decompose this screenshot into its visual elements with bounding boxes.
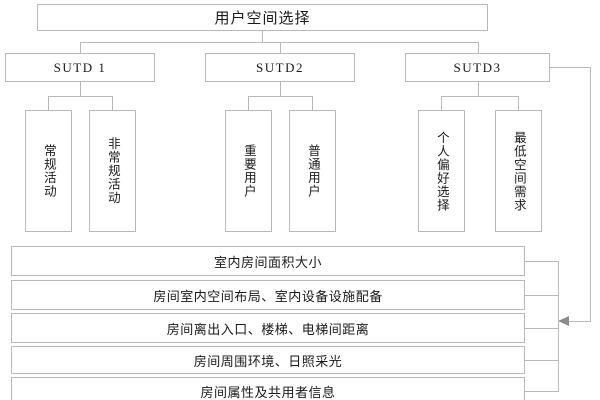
connector-bar5-to-bus [525, 391, 559, 392]
connector-bar2-to-bus [525, 295, 559, 296]
leaf-node-ordinary-user: 普通用户 [289, 110, 336, 232]
connector-sutd2-bus [248, 96, 313, 97]
connector-leaf1-drop [48, 96, 49, 110]
root-node-user-space-selection: 用户空间选择 [37, 4, 488, 31]
leaf-node-important-user: 重要用户 [225, 110, 272, 232]
attribute-bar-surrounding-environment-sunlight-label: 房间周围环境、日照采光 [193, 353, 343, 369]
connector-group2-drop [280, 42, 281, 53]
group-node-sutd1-label: SUTD 1 [53, 59, 107, 75]
leaf-node-ordinary-user-label: 普通用户 [305, 144, 320, 198]
connector-sutd3-bus [441, 96, 518, 97]
connector-bar3-to-bus [525, 328, 559, 329]
group-node-sutd1: SUTD 1 [5, 53, 155, 82]
group-node-sutd2: SUTD2 [205, 53, 355, 82]
leaf-node-important-user-label: 重要用户 [241, 144, 256, 198]
connector-bars-bus-vertical [558, 261, 559, 391]
attribute-bar-distance-exit-stairs-elevator-label: 房间离出入口、楼梯、电梯间距离 [166, 321, 370, 337]
attribute-bar-room-area: 室内房间面积大小 [11, 246, 525, 276]
attribute-bar-room-attributes-cohabitants-label: 房间属性及共用者信息 [200, 384, 336, 400]
attribute-bar-room-area-label: 室内房间面积大小 [213, 254, 322, 270]
attribute-bar-layout-equipment-label: 房间室内空间布局、室内设备设施配备 [153, 288, 383, 304]
group-node-sutd3-label: SUTD3 [453, 59, 502, 75]
connector-group1-drop [80, 42, 81, 53]
attribute-bar-layout-equipment: 房间室内空间布局、室内设备设施配备 [11, 280, 525, 310]
connector-feedback-top [550, 67, 590, 68]
connector-leaf5-drop [441, 96, 442, 110]
connector-sutd3-stem [478, 82, 479, 96]
connector-feedback-right-vertical [590, 67, 591, 321]
leaf-node-personal-preference-label: 个人偏好选择 [434, 130, 449, 212]
connector-sutd2-stem [280, 82, 281, 96]
connector-leaf4-drop [312, 96, 313, 110]
attribute-bar-surrounding-environment-sunlight: 房间周围环境、日照采光 [11, 346, 525, 374]
group-node-sutd3: SUTD3 [405, 53, 550, 82]
connector-leaf3-drop [248, 96, 249, 110]
feedback-arrowhead-icon [558, 316, 569, 326]
connector-sutd1-bus [48, 96, 113, 97]
leaf-node-regular-activity: 常规活动 [25, 110, 72, 232]
leaf-node-personal-preference: 个人偏好选择 [418, 110, 465, 232]
connector-group3-drop [478, 42, 479, 53]
group-node-sutd2-label: SUTD2 [256, 59, 304, 75]
root-node-label: 用户空间选择 [214, 11, 311, 27]
connector-sutd1-stem [80, 82, 81, 96]
connector-bar4-to-bus [525, 360, 559, 361]
connector-root-stem [262, 31, 263, 42]
attribute-bar-distance-exit-stairs-elevator: 房间离出入口、楼梯、电梯间距离 [11, 313, 525, 343]
attribute-bar-room-attributes-cohabitants: 房间属性及共用者信息 [11, 377, 525, 400]
leaf-node-minimum-space-need: 最低空间需求 [495, 110, 542, 232]
connector-leaf2-drop [112, 96, 113, 110]
leaf-node-regular-activity-label: 常规活动 [41, 144, 56, 198]
connector-bar1-to-bus [525, 261, 559, 262]
connector-leaf6-drop [518, 96, 519, 110]
leaf-node-irregular-activity: 非常规活动 [89, 110, 136, 232]
leaf-node-minimum-space-need-label: 最低空间需求 [511, 130, 526, 212]
leaf-node-irregular-activity-label: 非常规活动 [105, 137, 120, 205]
connector-group-bus [80, 42, 478, 43]
connector-feedback-into-arrow [569, 321, 591, 322]
